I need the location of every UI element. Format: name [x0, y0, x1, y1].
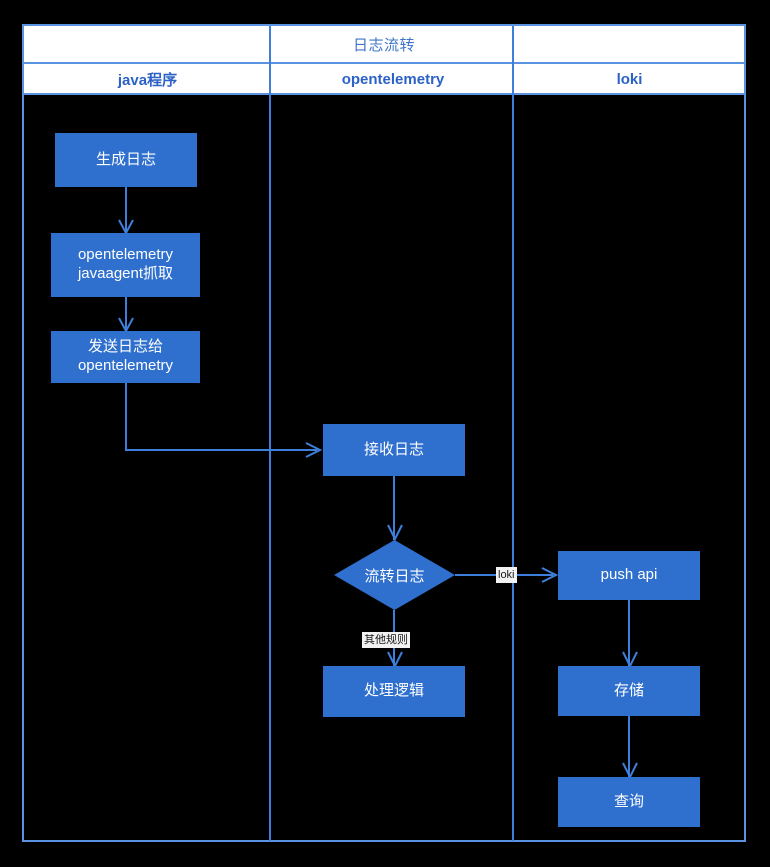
edge-label-loki: loki	[496, 567, 517, 583]
diamond-shape	[334, 540, 455, 610]
node-push-api-label: push api	[600, 566, 658, 584]
node-receive-log-label: 接收日志	[363, 440, 424, 458]
node-storage[interactable]: 存储	[558, 666, 700, 716]
edge-n3-n4-line-vertical	[125, 383, 127, 451]
node-send-log-to-otel-label-line1: 发送日志给	[87, 338, 163, 356]
lane-header-opentelemetry: opentelemetry	[341, 71, 445, 88]
edge-n1-n2-line	[125, 187, 127, 233]
node-receive-log[interactable]: 接收日志	[323, 424, 465, 476]
edge-n5-n7-arrowhead	[541, 567, 559, 583]
node-process-logic-label: 处理逻辑	[363, 682, 424, 700]
lane-divider-1	[269, 26, 271, 841]
node-otel-javaagent-label-line2: javaagent抓取	[77, 265, 174, 282]
lane-header-loki: loki	[616, 71, 643, 88]
diagram-title: 日志流转	[352, 36, 415, 54]
node-push-api[interactable]: push api	[558, 551, 700, 600]
node-route-log[interactable]: 流转日志	[334, 540, 455, 610]
node-otel-javaagent[interactable]: opentelemetry javaagent抓取	[51, 233, 200, 297]
node-send-log-to-otel[interactable]: 发送日志给 opentelemetry	[51, 331, 200, 383]
edge-n8-n9-line	[628, 716, 630, 779]
edge-n4-n5-line	[393, 476, 395, 540]
edge-n2-n3-line	[125, 297, 127, 331]
edge-n7-n8-line	[628, 600, 630, 668]
edge-n4-n5-arrowhead	[387, 524, 403, 542]
edge-n3-n4-arrowhead	[305, 442, 323, 458]
node-route-log-label: 流转日志	[364, 567, 425, 585]
swimlane-frame	[22, 24, 746, 842]
node-send-log-to-otel-label-line2: opentelemetry	[77, 357, 174, 374]
edge-n3-n4-line-horizontal	[125, 449, 317, 451]
lane-divider-2	[512, 26, 514, 841]
node-generate-log-label: 生成日志	[95, 150, 156, 168]
diagram-title-band: 日志流转	[24, 26, 744, 64]
node-query-label: 查询	[613, 792, 644, 810]
edge-label-other-rules: 其他规则	[362, 632, 410, 648]
node-otel-javaagent-label-line1: opentelemetry	[77, 246, 174, 264]
node-process-logic[interactable]: 处理逻辑	[323, 666, 465, 717]
node-generate-log[interactable]: 生成日志	[55, 133, 197, 187]
lane-header-band: java程序 opentelemetry loki	[24, 64, 744, 95]
node-query[interactable]: 查询	[558, 777, 700, 827]
node-storage-label: 存储	[613, 681, 644, 699]
lane-header-java: java程序	[117, 72, 178, 89]
